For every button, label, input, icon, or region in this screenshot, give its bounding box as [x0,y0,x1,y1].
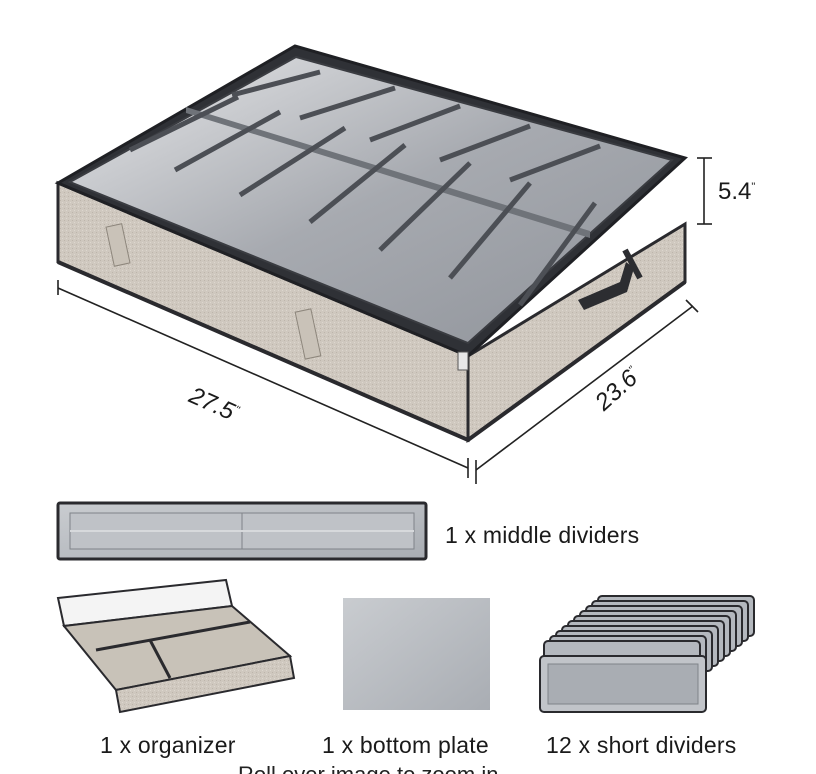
short-dividers-caption: 12 x short dividers [546,732,737,758]
height-label: 5.4" [718,178,755,206]
height-unit: " [751,181,756,193]
organizer-box [54,44,688,443]
side-handle-icon [578,262,634,310]
middle-dividers-caption: 1 x middle dividers [445,522,640,548]
dimension-lines [57,157,712,484]
middle-divider-illustration [56,501,428,561]
height-value: 5.4 [718,178,752,205]
zoom-hint-text: Roll over image to zoom in [238,762,498,774]
bottom-plate-illustration [343,598,490,710]
folded-organizer-illustration [56,578,296,714]
zipper-icon [457,351,469,371]
bottom-plate-caption: 1 x bottom plate [322,732,489,758]
short-dividers-illustration [539,595,755,713]
organizer-caption: 1 x organizer [100,732,236,758]
